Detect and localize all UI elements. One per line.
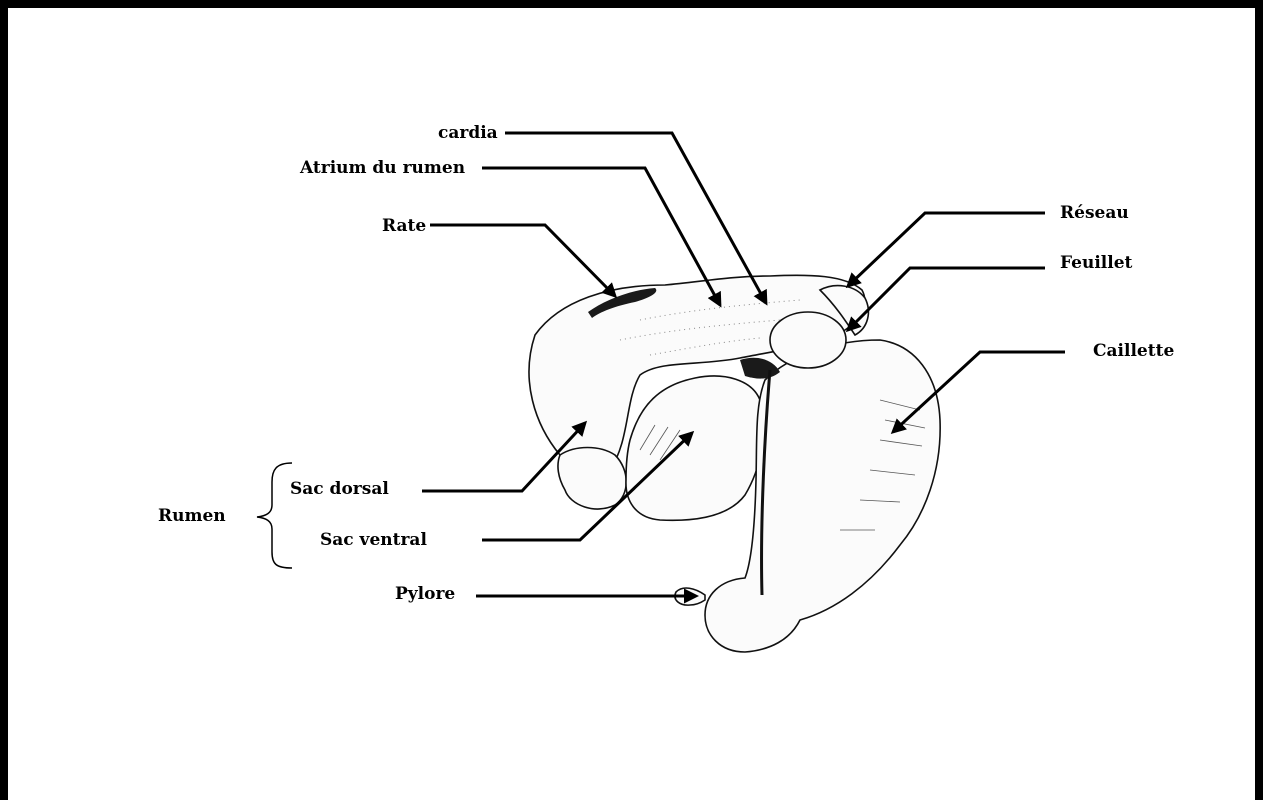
- label-cardia: cardia: [438, 123, 498, 143]
- label-feuillet: Feuillet: [1060, 253, 1133, 273]
- groove-shadow: [740, 358, 780, 379]
- feuillet-shape: [770, 312, 846, 368]
- label-caillette: Caillette: [1093, 341, 1174, 361]
- label-reseau: Réseau: [1060, 203, 1129, 223]
- label-sac-ventral: Sac ventral: [320, 530, 427, 550]
- rumen-dorsal-lobe-shape: [558, 448, 626, 510]
- label-atrium: Atrium du rumen: [299, 158, 465, 178]
- label-rumen: Rumen: [158, 506, 226, 526]
- label-rate: Rate: [382, 216, 426, 236]
- rumen-ventral-sac-shape: [626, 376, 764, 520]
- leader-cardia: [505, 133, 766, 303]
- leader-reseau: [848, 213, 1045, 286]
- label-pylore: Pylore: [395, 584, 455, 604]
- leader-rate: [430, 225, 615, 296]
- leader-feuillet: [848, 268, 1045, 330]
- label-sac-dorsal: Sac dorsal: [290, 479, 389, 499]
- rumen-brace: [257, 463, 292, 568]
